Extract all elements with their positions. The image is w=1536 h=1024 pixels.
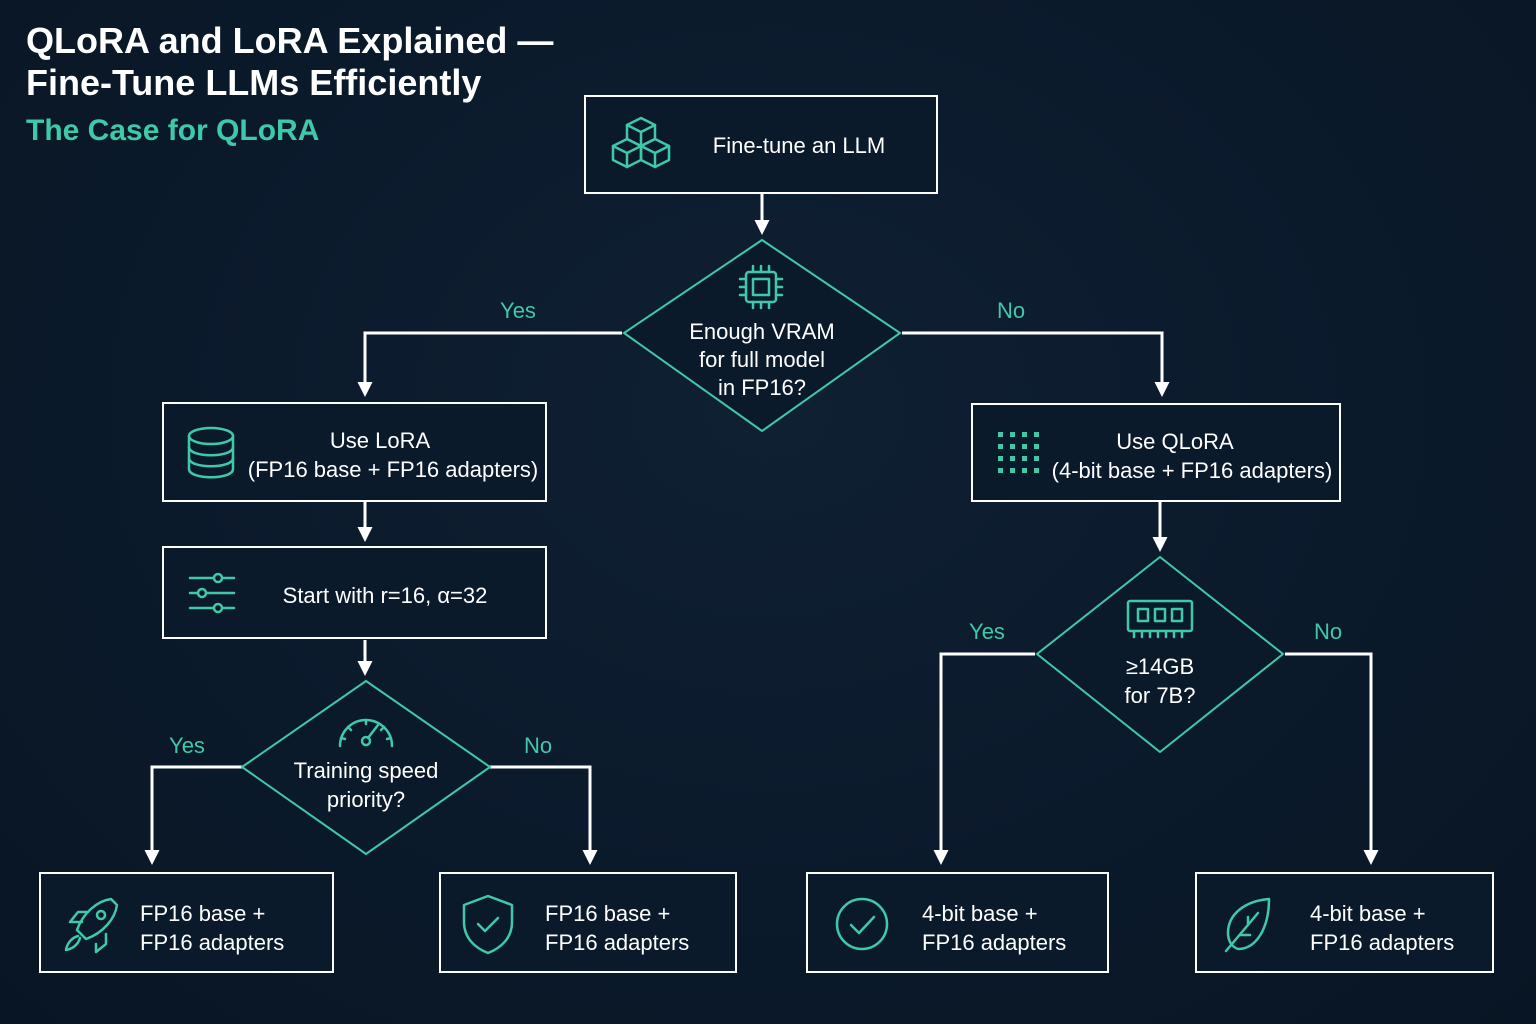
- connector-mem-yes: [933, 652, 1035, 865]
- shield-check-icon: [462, 894, 514, 955]
- branch-label-mem-no: No: [1314, 619, 1342, 644]
- dot-grid-cell: [1022, 432, 1027, 437]
- node-title: Use QLoRA: [1116, 429, 1234, 454]
- connector-speed-no: [490, 765, 598, 865]
- branch-label-mem-yes: Yes: [969, 619, 1005, 644]
- dot-grid-cell: [1010, 444, 1015, 449]
- dot-grid-cell: [1034, 456, 1039, 461]
- node-start-rank: Start with r=16, α=32: [162, 546, 547, 639]
- gauge-icon: [338, 718, 394, 748]
- page-subtitle: The Case for QLoRA: [26, 114, 320, 147]
- result-4bit-yes: 4-bit base + FP16 adapters: [806, 872, 1109, 973]
- dot-grid-cell: [1010, 468, 1015, 473]
- cubes-icon: [611, 116, 671, 169]
- leaf-icon: [1224, 897, 1271, 953]
- branch-label-speed-yes: Yes: [169, 733, 205, 758]
- connectors: [144, 194, 1379, 865]
- dot-grid-cell: [998, 468, 1003, 473]
- branch-label-vram-yes: Yes: [500, 298, 536, 323]
- node-fine-tune-llm: Fine-tune an LLM: [584, 95, 938, 194]
- title-line-1: QLoRA and LoRA Explained —: [26, 20, 554, 61]
- node-use-qlora: Use QLoRA (4-bit base + FP16 adapters): [971, 403, 1341, 502]
- node-use-lora: Use LoRA (FP16 base + FP16 adapters): [162, 402, 547, 502]
- dot-grid-cell: [1034, 468, 1039, 473]
- dot-grid-cell: [998, 432, 1003, 437]
- branch-label-vram-no: No: [997, 298, 1025, 323]
- rocket-icon: [64, 897, 119, 954]
- dot-grid-cell: [1010, 432, 1015, 437]
- result-fp16-safe: FP16 base + FP16 adapters: [439, 872, 737, 973]
- dot-grid-cell: [1022, 468, 1027, 473]
- node-detail: (4-bit base + FP16 adapters): [1052, 458, 1333, 483]
- decision-training-speed: Training speed priority?: [240, 679, 492, 856]
- result-line-1: FP16 base +: [140, 901, 265, 926]
- decision-line-2: priority?: [327, 787, 405, 812]
- result-line-2: FP16 adapters: [545, 930, 689, 955]
- check-circle-icon: [835, 897, 889, 951]
- result-line-1: 4-bit base +: [922, 901, 1038, 926]
- dot-grid-cell: [1022, 444, 1027, 449]
- decision-memory: ≥14GB for 7B?: [1035, 555, 1285, 754]
- result-line-2: FP16 adapters: [922, 930, 1066, 955]
- decision-line-2: for full model: [699, 347, 825, 372]
- dot-grid-cell: [998, 456, 1003, 461]
- branch-label-speed-no: No: [524, 733, 552, 758]
- database-icon: [187, 426, 235, 479]
- decision-enough-vram: Enough VRAM for full model in FP16?: [622, 238, 902, 433]
- node-title: Use LoRA: [330, 428, 431, 453]
- dot-grid-icon: [998, 432, 1039, 473]
- result-line-1: FP16 base +: [545, 901, 670, 926]
- connector-vram-no: [902, 331, 1170, 397]
- decision-line-1: ≥14GB: [1126, 654, 1194, 679]
- result-line-1: 4-bit base +: [1310, 901, 1426, 926]
- page-title: QLoRA and LoRA Explained — Fine-Tune LLM…: [26, 20, 553, 104]
- decision-line-3: in FP16?: [718, 375, 806, 400]
- connector-speed-yes: [144, 765, 242, 865]
- dot-grid-cell: [1034, 432, 1039, 437]
- dot-grid-cell: [1022, 456, 1027, 461]
- node-detail: (FP16 base + FP16 adapters): [248, 457, 538, 482]
- result-4bit-no: 4-bit base + FP16 adapters: [1195, 872, 1494, 973]
- title-line-2: Fine-Tune LLMs Efficiently: [26, 62, 482, 103]
- dot-grid-cell: [1034, 444, 1039, 449]
- memory-icon: [1126, 599, 1194, 639]
- decision-line-1: Enough VRAM: [689, 319, 835, 344]
- result-line-2: FP16 adapters: [1310, 930, 1454, 955]
- sliders-icon: [188, 572, 236, 614]
- decision-line-2: for 7B?: [1125, 683, 1196, 708]
- dot-grid-cell: [1010, 456, 1015, 461]
- decision-line-1: Training speed: [294, 758, 439, 783]
- connector-mem-no: [1285, 652, 1379, 865]
- result-fp16-speed: FP16 base + FP16 adapters: [39, 872, 334, 973]
- node-label: Start with r=16, α=32: [283, 583, 488, 608]
- node-label: Fine-tune an LLM: [713, 133, 885, 158]
- connector-vram-yes: [357, 331, 622, 397]
- dot-grid-cell: [998, 444, 1003, 449]
- result-line-2: FP16 adapters: [140, 930, 284, 955]
- chip-icon: [738, 264, 784, 310]
